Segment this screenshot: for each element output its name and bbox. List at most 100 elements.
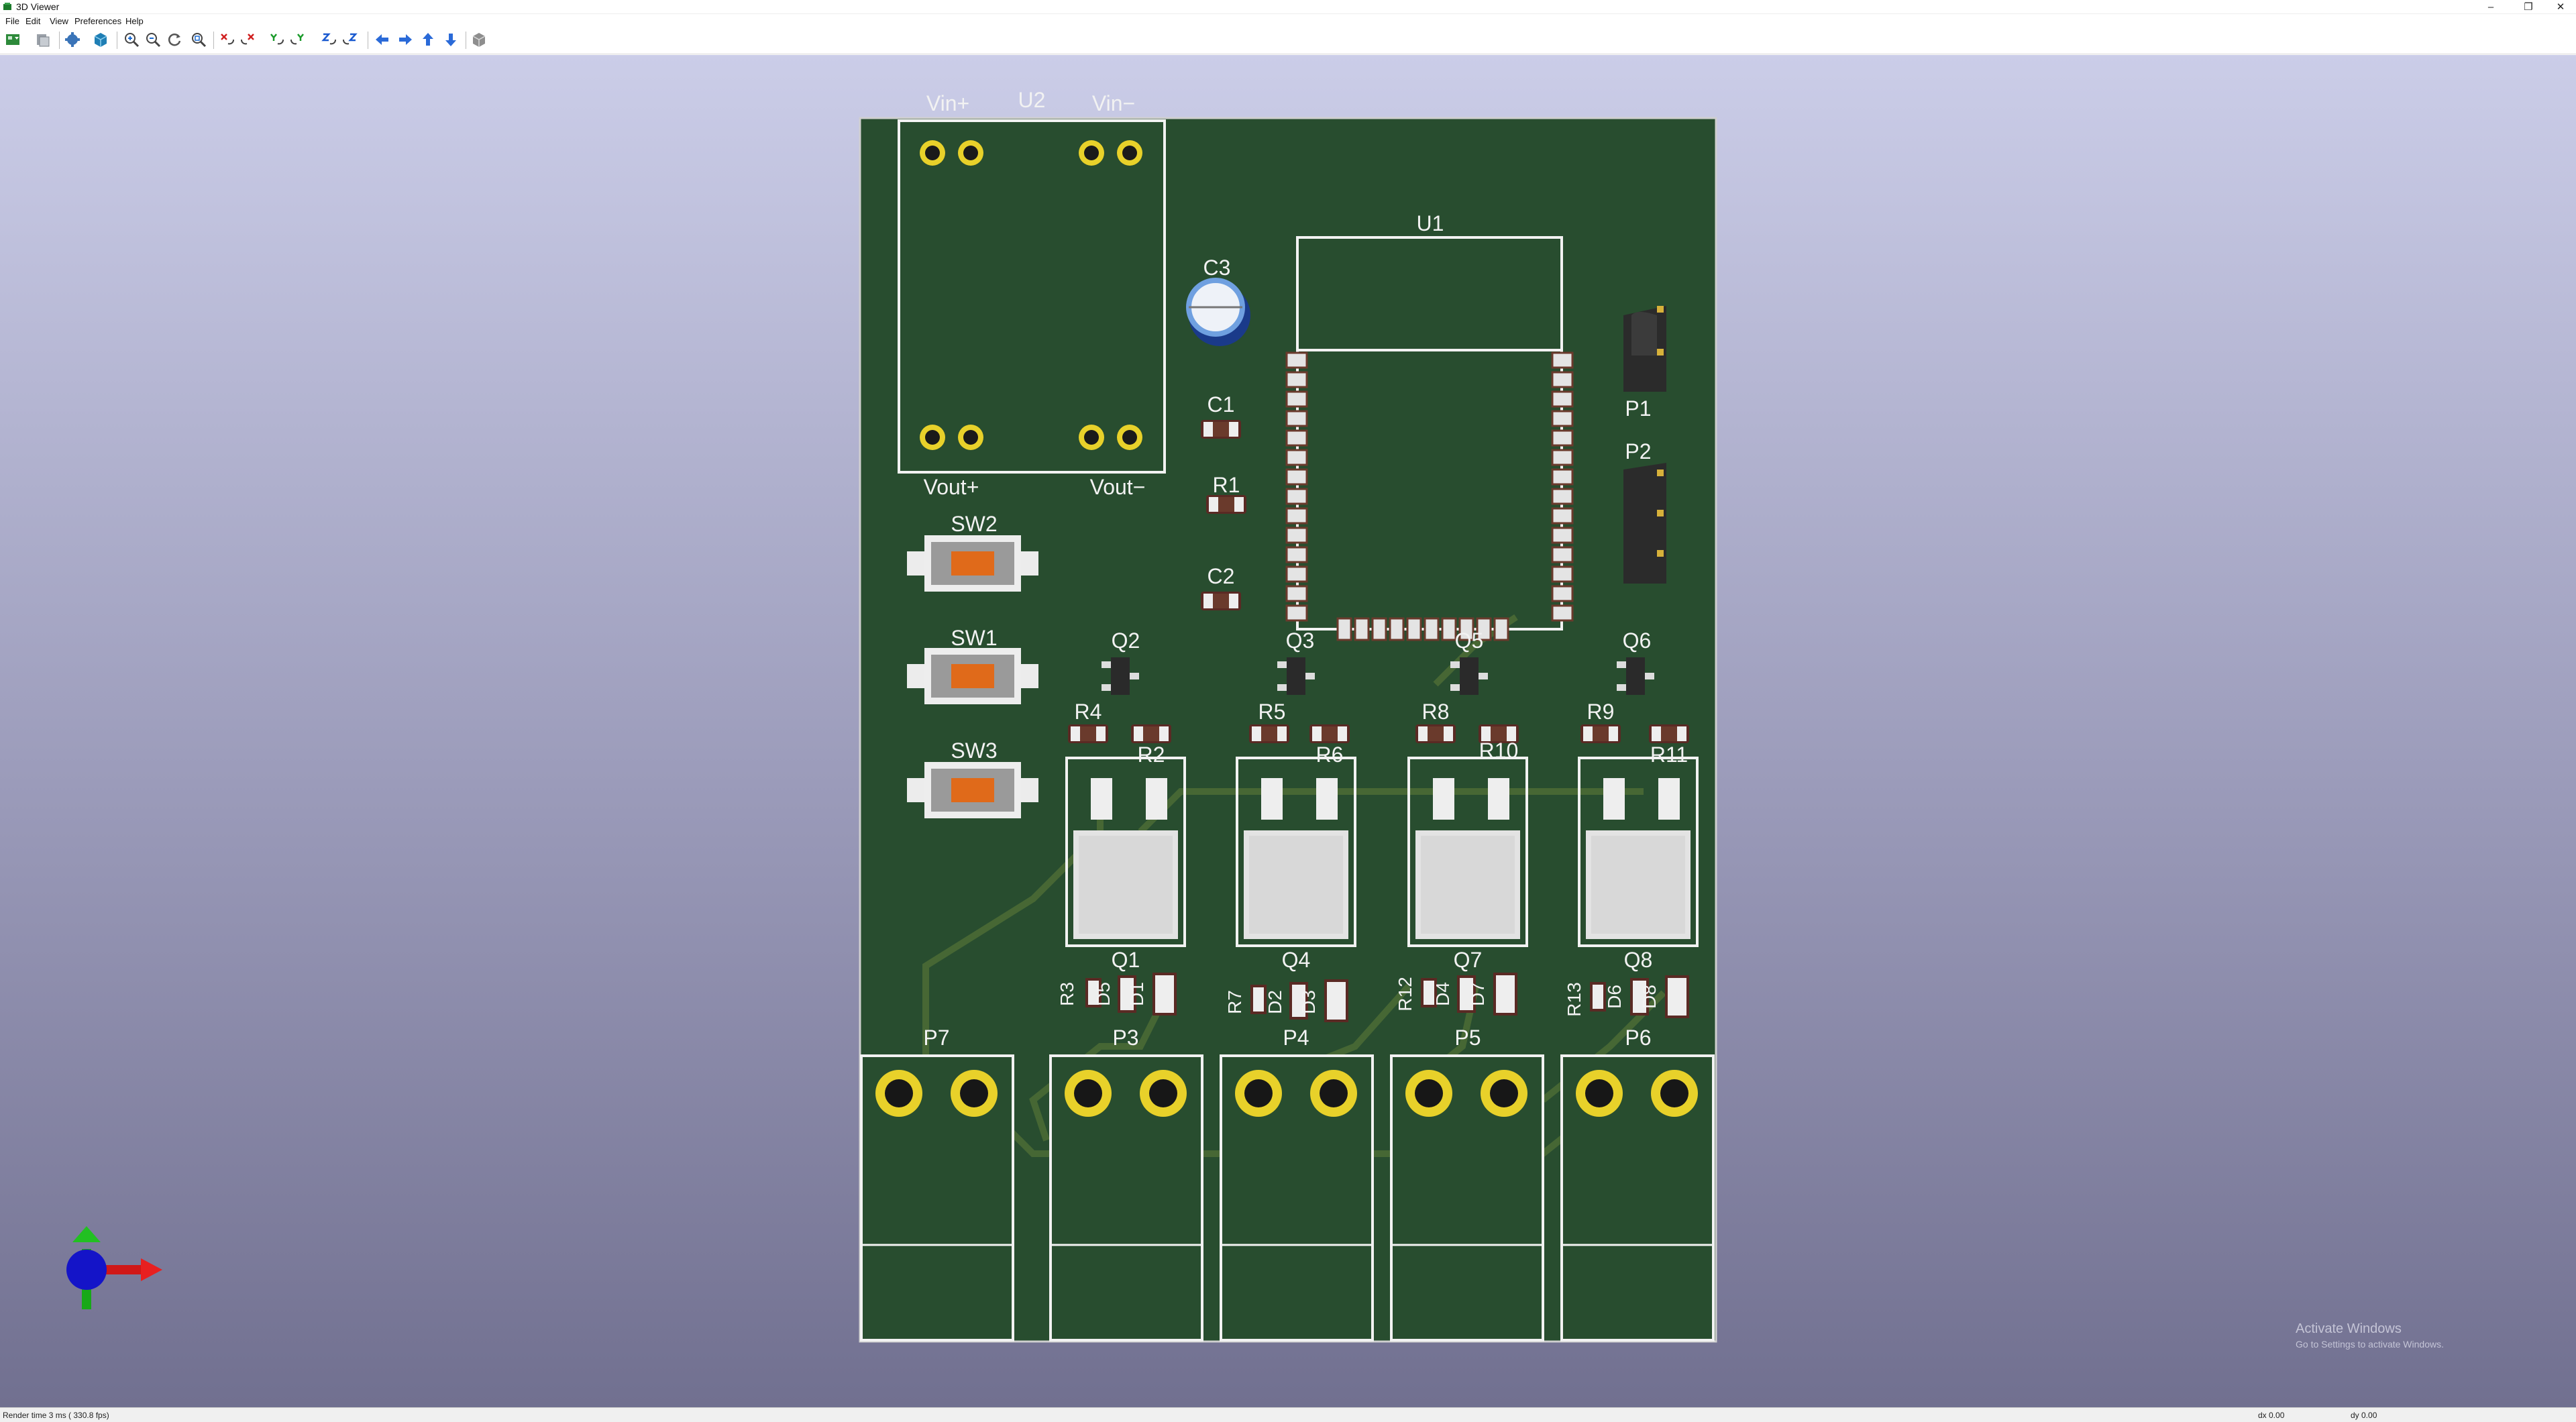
activate-windows-subtitle: Go to Settings to activate Windows. [2296,1339,2444,1350]
u1-pad [1551,604,1574,622]
u1-pad [1493,617,1509,641]
activate-windows-title: Activate Windows [2296,1321,2402,1336]
label-vout-minus: Vout− [1090,475,1146,499]
label-sw1: SW1 [951,626,997,650]
u1-pad [1285,585,1308,602]
u1-pad [1551,585,1574,602]
label-d6: D6 [1604,985,1625,1009]
rotate-y-cw-button[interactable] [267,30,286,49]
move-right-button[interactable] [396,30,415,49]
toolbar-separator [213,32,214,49]
raytrace-icon [94,33,107,47]
3d-scene: Vin+ U2 Vin− Vout+ Vout− U1 C3 C1 R1 C2 … [66,88,1717,1343]
u1-pad [1285,604,1308,622]
menu-view[interactable]: View [50,16,68,26]
ortho-toggle-button[interactable] [470,30,488,49]
label-q6: Q6 [1623,628,1652,653]
label-r7: R7 [1224,990,1245,1014]
u1-pad [1336,617,1352,641]
rotate-x-cw-button[interactable] [217,30,236,49]
u1-pad [1389,617,1405,641]
rotate-y-ccw-button[interactable] [288,30,307,49]
zoom-out-button[interactable] [144,30,162,49]
zoom-in-button[interactable] [122,30,141,49]
u1-pad [1551,527,1574,544]
label-sw3: SW3 [951,739,997,763]
rotate-z-cw-icon [321,33,336,45]
arrow-left-icon [376,34,388,45]
u1-pad [1551,410,1574,427]
u1-pad [1285,429,1308,447]
label-r10: R10 [1479,739,1519,763]
minimize-button[interactable]: – [2487,1,2494,13]
label-sw2: SW2 [951,512,997,536]
close-button[interactable]: ✕ [2556,1,2565,13]
move-left-button[interactable] [373,30,392,49]
label-p7: P7 [923,1026,949,1050]
menu-file[interactable]: File [5,16,19,26]
status-bar: Render time 3 ms ( 330.8 fps) dx 0.00 dy… [0,1407,2576,1422]
label-vout-plus: Vout+ [924,475,979,499]
label-q8: Q8 [1624,948,1653,972]
label-d4: D4 [1432,982,1453,1006]
3d-viewer-app-icon [3,3,11,10]
u1-pad [1551,488,1574,505]
label-d8: D8 [1639,985,1660,1009]
label-p1: P1 [1625,396,1651,421]
label-d2: D2 [1265,990,1285,1014]
menu-edit[interactable]: Edit [25,16,41,26]
label-u2: U2 [1018,88,1046,112]
menu-preferences[interactable]: Preferences [74,16,122,26]
zoom-fit-icon [192,33,207,48]
u1-pad [1285,410,1308,427]
arrow-up-icon [423,33,433,46]
label-r8: R8 [1422,700,1450,724]
render-time: Render time 3 ms ( 330.8 fps) [3,1411,109,1420]
u1-pad [1285,351,1308,369]
u1-pad [1285,507,1308,525]
arrow-down-icon [445,34,456,46]
rotate-x-cw-icon [221,34,234,45]
label-r3: R3 [1057,982,1077,1006]
p1-header [1623,306,1666,392]
settings-button[interactable] [63,30,82,49]
rotate-x-ccw-button[interactable] [239,30,258,49]
u1-pad [1458,617,1474,641]
label-p2: P2 [1625,439,1651,463]
u1-pad [1551,565,1574,583]
u2-outline [898,119,1166,474]
cube-icon [472,33,486,47]
menu-help[interactable]: Help [125,16,144,26]
rotate-z-ccw-button[interactable] [341,30,360,49]
toolbar-separator [59,32,60,49]
zoom-fit-button[interactable] [189,30,208,49]
u1-pads [1285,351,1574,641]
redraw-button[interactable] [165,30,184,49]
label-d5: D5 [1093,982,1114,1006]
rotate-x-ccw-icon [241,34,254,45]
u1-pad [1285,527,1308,544]
label-c1: C1 [1208,392,1235,417]
3d-viewport[interactable]: Vin+ U2 Vin− Vout+ Vout− U1 C3 C1 R1 C2 … [0,55,2576,1407]
rotate-z-cw-button[interactable] [319,30,338,49]
copy-3d-image-button[interactable] [34,30,52,49]
u1-pad [1551,351,1574,369]
title-bar: 3D Viewer – ❐ ✕ [0,0,2576,14]
u1-pad [1354,617,1370,641]
label-r4: R4 [1075,700,1102,724]
gear-icon [65,32,80,47]
label-q4: Q4 [1282,948,1311,972]
label-d3: D3 [1298,990,1319,1014]
restore-button[interactable]: ❐ [2524,1,2533,13]
u1-pad [1441,617,1457,641]
reload-board-icon [6,34,19,45]
reload-board-button[interactable] [4,30,23,49]
raytracing-button[interactable] [91,30,110,49]
move-up-button[interactable] [419,30,437,49]
toolbar [0,28,2576,54]
window-title: 3D Viewer [16,1,60,12]
move-down-button[interactable] [441,30,460,49]
label-p4: P4 [1283,1026,1309,1050]
u1-pad [1406,617,1422,641]
u1-pad [1371,617,1387,641]
